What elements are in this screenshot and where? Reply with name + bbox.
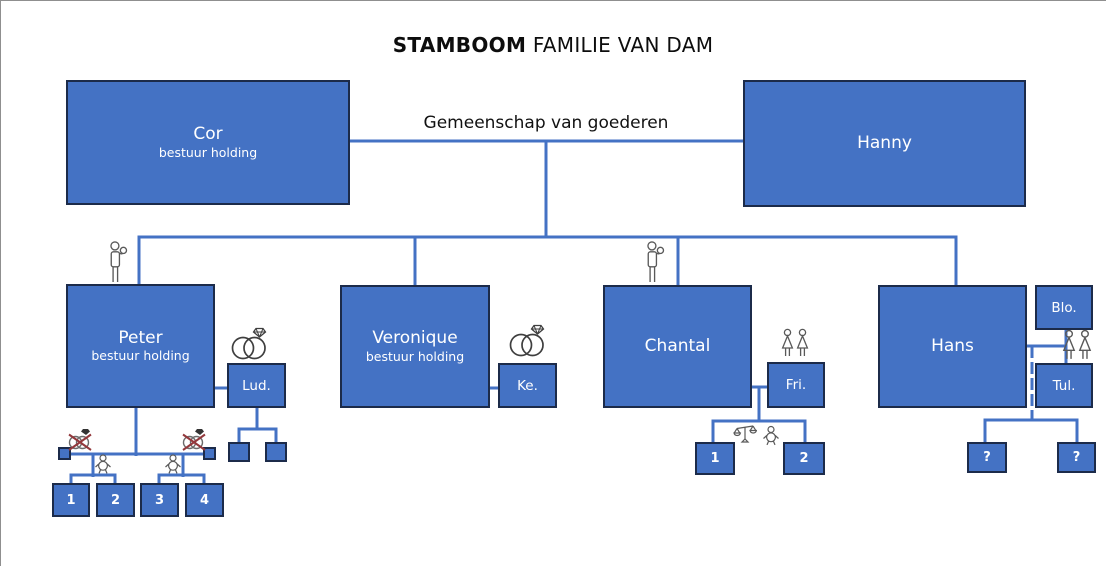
child-box-chantal-2: 2 — [783, 442, 825, 475]
scales-icon — [733, 425, 757, 443]
divorced-rings-icon — [182, 428, 206, 451]
partner-label: Ke. — [517, 377, 538, 394]
divorced-rings-icon — [68, 428, 92, 451]
two-women-icon — [1063, 329, 1091, 360]
person-box-chantal: Chantal — [603, 285, 752, 408]
person-box-veronique: Veronique bestuur holding — [340, 285, 490, 408]
child-box-hans-1: ? — [967, 442, 1007, 473]
partner-box-blo: Blo. — [1035, 285, 1093, 330]
partner-box-lud: Lud. — [227, 363, 286, 408]
man-with-baby-icon — [647, 241, 665, 283]
child-box-chantal-1: 1 — [695, 442, 735, 475]
partner-label: Lud. — [242, 377, 271, 394]
child-box-peter-3: 3 — [140, 483, 179, 517]
person-subtitle: bestuur holding — [91, 348, 190, 364]
child-box-peter-1: 1 — [52, 483, 90, 517]
two-women-icon — [781, 328, 809, 357]
child-label: 1 — [66, 492, 76, 508]
child-label: 2 — [110, 492, 121, 508]
partner-box-fri: Fri. — [767, 362, 825, 408]
man-with-baby-icon — [110, 241, 128, 283]
child-box-hans-2: ? — [1057, 442, 1096, 473]
child-square-lud-1 — [228, 442, 250, 462]
partner-box-tul: Tul. — [1035, 363, 1093, 408]
child-box-peter-4: 4 — [185, 483, 224, 517]
partner-label: Fri. — [785, 377, 807, 393]
baby-icon — [762, 425, 780, 446]
baby-icon — [94, 454, 112, 474]
person-name: Hanny — [857, 132, 912, 153]
person-name: Cor — [193, 124, 223, 145]
ex-partner-square-right — [203, 447, 216, 460]
title-family: FAMILIE VAN DAM — [532, 33, 714, 57]
child-label: 2 — [799, 451, 809, 466]
person-subtitle: bestuur holding — [158, 144, 258, 160]
baby-icon — [164, 454, 182, 474]
person-name: Peter — [118, 327, 163, 348]
slide-edge-left — [0, 0, 1, 566]
title-brand: STAMBOOM — [392, 33, 527, 57]
child-square-lud-2 — [265, 442, 287, 462]
person-box-cor: Cor bestuur holding — [66, 80, 350, 205]
partner-box-ke: Ke. — [498, 363, 557, 408]
person-name: Hans — [931, 335, 974, 356]
partner-label: Blo. — [1051, 299, 1077, 316]
slide-edge-top — [0, 0, 1106, 1]
person-box-hanny: Hanny — [743, 80, 1026, 207]
person-name: Veronique — [372, 328, 458, 349]
wedding-rings-icon — [231, 327, 267, 360]
child-label: 3 — [154, 492, 165, 508]
child-label: ? — [1072, 450, 1081, 465]
child-label: 4 — [199, 492, 210, 508]
child-box-peter-2: 2 — [96, 483, 135, 517]
person-box-hans: Hans — [878, 285, 1027, 408]
marriage-type-label: Gemeenschap van goederen — [423, 113, 669, 133]
page-title: STAMBOOM FAMILIE VAN DAM — [0, 33, 1106, 57]
person-subtitle: bestuur holding — [365, 348, 465, 364]
wedding-rings-icon — [509, 324, 545, 357]
person-box-peter: Peter bestuur holding — [66, 284, 215, 408]
ex-partner-square-left — [58, 447, 71, 460]
child-label: 1 — [710, 451, 720, 466]
child-label: ? — [983, 450, 991, 465]
partner-label: Tul. — [1052, 377, 1076, 394]
person-name: Chantal — [644, 335, 711, 356]
